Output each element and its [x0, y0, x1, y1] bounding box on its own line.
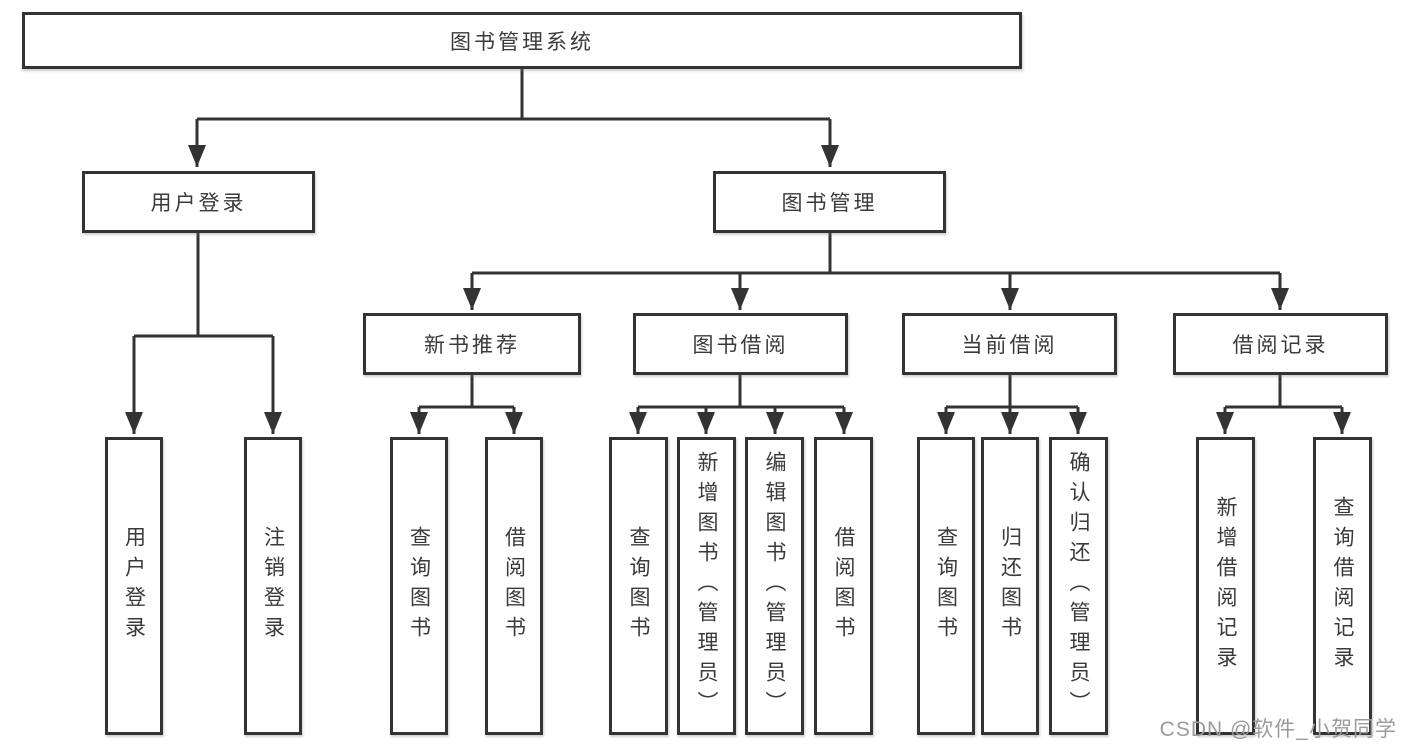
- leaf-borrow-query-book: 查询图书: [609, 437, 668, 735]
- connector-book-management-branch: [463, 233, 1289, 310]
- connector-borrow-records-branch: [1216, 375, 1351, 434]
- node-library-management-system: 图书管理系统: [22, 12, 1022, 69]
- leaf-logout: 注销登录: [244, 437, 302, 735]
- node-current-borrowing: 当前借阅: [902, 313, 1117, 375]
- node-borrowing-records: 借阅记录: [1173, 313, 1388, 375]
- node-book-management: 图书管理: [713, 171, 946, 233]
- leaf-recommend-query-book: 查询图书: [390, 437, 448, 735]
- leaf-user-login: 用户登录: [105, 437, 163, 735]
- node-new-book-recommendation: 新书推荐: [363, 313, 581, 375]
- leaf-borrow-add-book-admin: 新增图书（管理员）: [677, 437, 736, 735]
- node-book-borrowing: 图书借阅: [633, 313, 848, 375]
- leaf-records-query-record: 查询借阅记录: [1313, 437, 1372, 735]
- connector-user-login-branch: [125, 233, 282, 434]
- node-user-login: 用户登录: [82, 171, 315, 233]
- leaf-recommend-borrow-book: 借阅图书: [485, 437, 543, 735]
- connector-current-borrow-branch: [937, 375, 1087, 434]
- connector-root-to-level1: [188, 69, 839, 167]
- connector-new-book-branch: [410, 375, 523, 434]
- csdn-watermark: CSDN @软件_小贺同学: [1159, 718, 1397, 741]
- leaf-borrow-borrow-book: 借阅图书: [814, 437, 873, 735]
- connector-book-borrow-branch: [629, 375, 853, 434]
- leaf-borrow-edit-book-admin: 编辑图书（管理员）: [745, 437, 804, 735]
- leaf-records-add-record: 新增借阅记录: [1196, 437, 1255, 735]
- leaf-current-confirm-return-admin: 确认归还（管理员）: [1049, 437, 1108, 735]
- leaf-current-return-book: 归还图书: [981, 437, 1039, 735]
- leaf-current-query-book: 查询图书: [917, 437, 975, 735]
